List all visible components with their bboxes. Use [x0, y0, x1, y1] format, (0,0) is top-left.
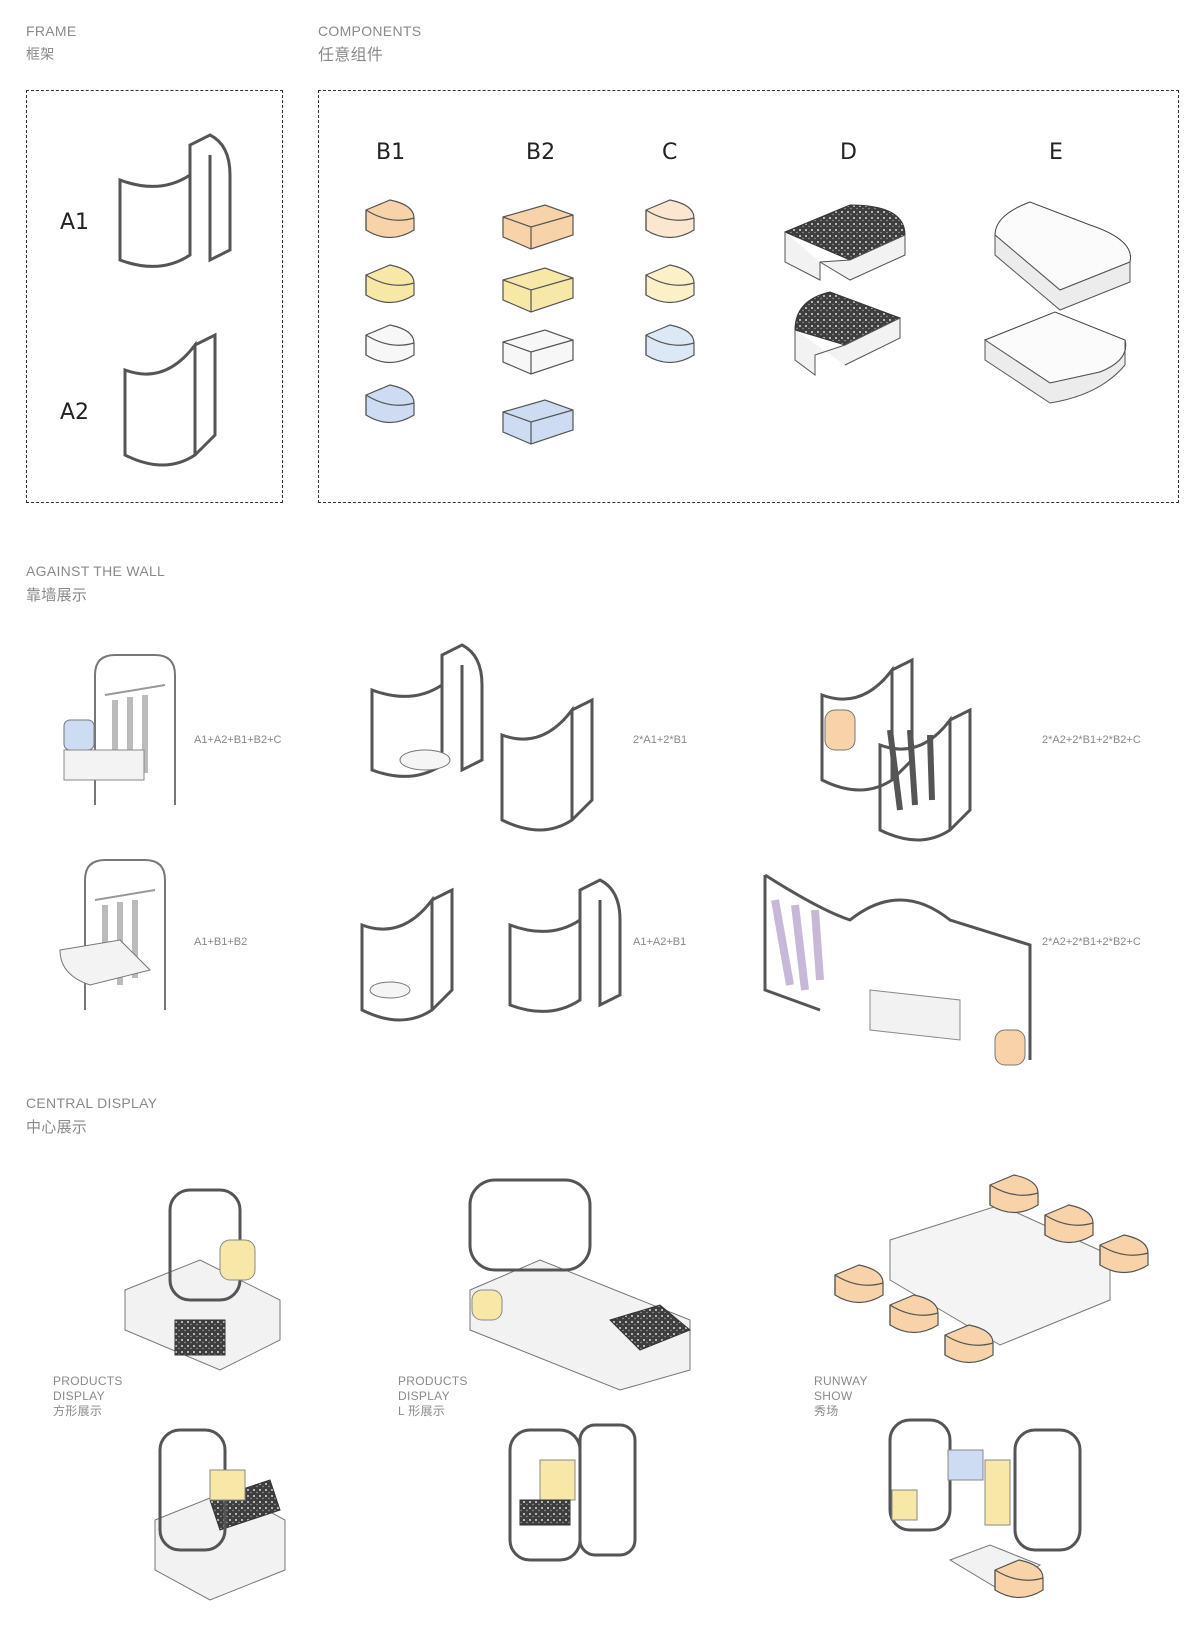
group-zh: 秀场 — [814, 1404, 839, 1418]
group-zh: 方形展示 — [53, 1404, 103, 1418]
e-block-top — [994, 201, 1131, 311]
group-label-l: PRODUCTS DISPLAY L 形展示 — [398, 1374, 468, 1419]
vignette-runway-bottom — [888, 1418, 1082, 1599]
vignette-runway-top — [834, 1174, 1149, 1364]
group-line1: PRODUCTS — [53, 1374, 123, 1388]
label-d: D — [840, 140, 857, 165]
label-b2: B2 — [526, 140, 556, 165]
vignette-square-top — [124, 1188, 281, 1371]
components-title-en: COMPONENTS — [318, 23, 422, 39]
b1-blue — [365, 384, 415, 424]
group-line2: DISPLAY — [53, 1389, 105, 1403]
label-b1: B1 — [376, 140, 406, 165]
combo-label: A1+B1+B2 — [194, 936, 248, 948]
label-e: E — [1049, 140, 1063, 165]
central-title-zh: 中心展示 — [26, 1119, 88, 1136]
group-line2: SHOW — [814, 1389, 853, 1403]
group-label-runway: RUNWAY SHOW 秀场 — [814, 1374, 868, 1419]
frame-title-zh: 框架 — [26, 46, 55, 62]
vignette-l-bottom — [508, 1423, 637, 1562]
b2-white — [502, 329, 574, 375]
combo-label: 2*A2+2*B1+2*B2+C — [1042, 936, 1141, 948]
b2-yellow — [502, 267, 574, 313]
against-wall-title-zh: 靠墙展示 — [26, 587, 88, 604]
combo-label: 2*A1+2*B1 — [633, 734, 688, 746]
vignette-square-bottom — [154, 1428, 286, 1601]
against-wall-title-en: AGAINST THE WALL — [26, 563, 166, 579]
b1-yellow — [365, 264, 415, 304]
frame-a1-drawing — [118, 133, 232, 268]
central-title-en: CENTRAL DISPLAY — [26, 1095, 158, 1111]
group-label-square: PRODUCTS DISPLAY 方形展示 — [53, 1374, 123, 1419]
group-line1: PRODUCTS — [398, 1374, 468, 1388]
c-yellow — [645, 264, 695, 304]
c-blue — [645, 324, 695, 364]
components-box — [318, 90, 1179, 503]
frame-title-en: FRAME — [26, 23, 77, 39]
label-a1: A1 — [60, 210, 90, 235]
vignette-a1-b1-b2 — [59, 860, 165, 1010]
b2-orange — [502, 204, 574, 250]
vignette-l-top — [468, 1178, 691, 1391]
vignette-a1-a2-b1 — [360, 878, 622, 1022]
b1-white — [365, 324, 415, 364]
group-line2: DISPLAY — [398, 1389, 450, 1403]
combo-label: A1+A2+B1 — [633, 936, 687, 948]
label-c: C — [662, 140, 678, 165]
label-a2: A2 — [60, 400, 90, 425]
frame-a2-drawing — [123, 333, 217, 467]
combo-label: A1+A2+B1+B2+C — [194, 734, 282, 746]
frame-box — [26, 90, 283, 503]
components-title-zh: 任意组件 — [318, 47, 384, 64]
group-line1: RUNWAY — [814, 1374, 868, 1388]
b1-orange — [365, 199, 415, 239]
d-block-top — [783, 204, 906, 281]
vignette-2a2-2b1-2b2-c — [820, 658, 972, 842]
c-orange — [645, 199, 695, 239]
group-zh: L 形展示 — [398, 1404, 446, 1418]
b2-blue — [502, 399, 574, 445]
vignette-a1-a2-b1-b2-c — [63, 655, 175, 805]
vignette-2a1-2b1 — [370, 643, 594, 832]
combo-label: 2*A2+2*B1+2*B2+C — [1042, 734, 1141, 746]
e-block-bottom — [983, 311, 1127, 404]
vignette-2a2-wide — [763, 873, 1032, 1066]
d-block-bottom — [794, 291, 902, 376]
